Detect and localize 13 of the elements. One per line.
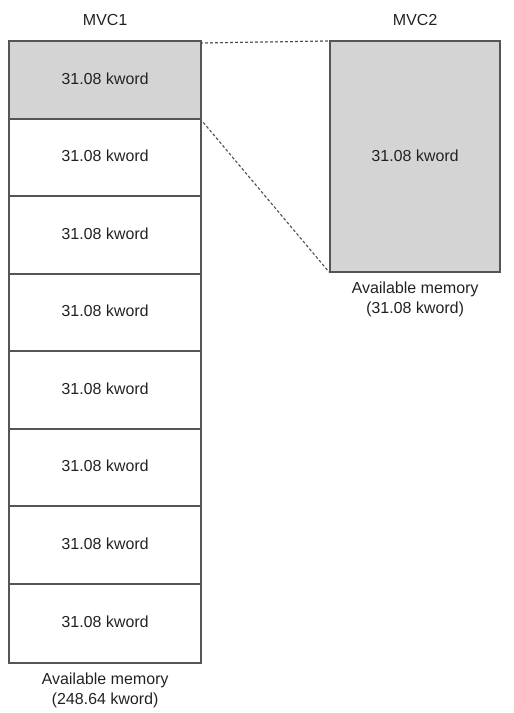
capacity-caption: Available memory (31.08 kword) bbox=[350, 279, 480, 319]
memory-cell: 31.08 kword bbox=[10, 507, 200, 584]
column-heading: MVC1 bbox=[82, 12, 128, 30]
memory-cell: 31.08 kword bbox=[10, 274, 200, 352]
memory-cell: 31.08 kword bbox=[10, 197, 200, 274]
memory-cell: 31.08 kword bbox=[10, 352, 200, 430]
block-label: 31.08 kword bbox=[370, 148, 460, 166]
memory-cell: 31.08 kword bbox=[10, 430, 200, 507]
column-heading: MVC2 bbox=[392, 12, 438, 30]
memory-cell: 31.08 kword bbox=[10, 584, 200, 662]
memory-cell: 31.08 kword bbox=[10, 120, 200, 197]
capacity-caption: Available memory (248.64 kword) bbox=[40, 670, 170, 710]
memory-cell: 31.08 kword bbox=[10, 42, 200, 120]
